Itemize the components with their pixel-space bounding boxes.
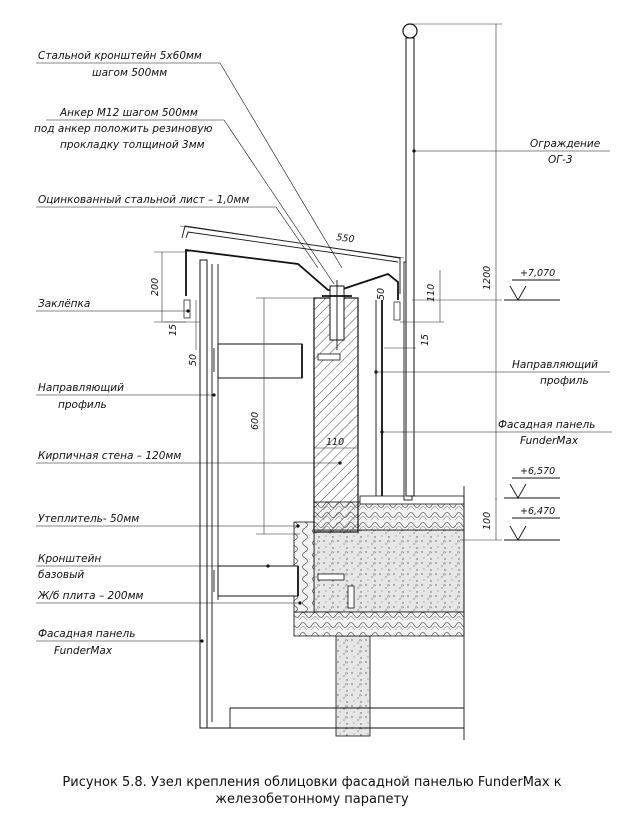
base-bracket-upper (217, 343, 303, 379)
column-cap (313, 529, 465, 613)
column-lower (335, 635, 371, 737)
bottom-insulation (293, 611, 465, 637)
base-bracket-lower (217, 565, 299, 597)
dim-1200: 1200 (482, 266, 493, 290)
label-anchor: Анкер М12 шагом 500мм под анкер положить… (34, 107, 335, 285)
label-slab: Ж/б плита – 200мм (36, 590, 302, 605)
svg-text:профиль: профиль (540, 375, 589, 387)
svg-text:Ж/б плита – 200мм: Ж/б плита – 200мм (37, 590, 143, 602)
dim-600: 600 (250, 412, 261, 430)
label-steel-bracket: Стальной кронштейн 5х60мм шагом 500мм (36, 50, 343, 269)
level-mark-top: +7,070 (504, 268, 560, 301)
dim-550: 550 (336, 232, 355, 245)
label-brick-wall: Кирпичная стена – 120мм (36, 450, 342, 465)
svg-text:Стальной кронштейн 5х60мм: Стальной кронштейн 5х60мм (38, 50, 202, 62)
level-mark-mid: +6,570 (504, 466, 560, 499)
dim-15-left: 15 (168, 324, 179, 336)
svg-text:базовый: базовый (38, 569, 84, 581)
svg-text:Кронштейн: Кронштейн (38, 553, 101, 565)
label-rivet: Заклёпка (36, 298, 190, 313)
caption-line-1: Рисунок 5.8. Узел крепления облицовки фа… (62, 775, 562, 790)
svg-text:+6,470: +6,470 (520, 506, 555, 517)
level-mark-low: +6,470 (504, 506, 560, 541)
label-facade-panel-left: Фасадная панель FunderMax (36, 628, 204, 657)
svg-text:FunderMax: FunderMax (520, 435, 579, 447)
svg-text:Утеплитель- 50мм: Утеплитель- 50мм (38, 513, 139, 525)
dim-100: 100 (482, 512, 493, 530)
svg-text:Фасадная панель: Фасадная панель (38, 628, 135, 640)
label-guide-left: Направляющий профиль (36, 382, 216, 411)
svg-text:ОГ-3: ОГ-3 (548, 154, 573, 166)
dim-200: 200 (150, 278, 161, 296)
figure-caption: Рисунок 5.8. Узел крепления облицовки фа… (0, 774, 624, 808)
svg-text:Оцинкованный стальной лист – 1: Оцинкованный стальной лист – 1,0мм (38, 194, 249, 206)
fence-post (405, 37, 415, 497)
label-insulation: Утеплитель- 50мм (36, 513, 300, 528)
label-guide-right: Направляющий профиль (374, 359, 610, 387)
svg-text:прокладку толщиной 3мм: прокладку толщиной 3мм (60, 139, 205, 151)
label-galvanized-sheet: Оцинкованный стальной лист – 1,0мм (36, 194, 319, 269)
parapet-node-drawing: 550 200 50 15 50 110 15 600 110 1200 100… (34, 23, 612, 740)
svg-text:+6,570: +6,570 (520, 466, 555, 477)
label-facade-panel-right: Фасадная панель FunderMax (380, 419, 612, 447)
dim-110-top: 110 (426, 284, 437, 302)
svg-text:Направляющий: Направляющий (512, 359, 598, 371)
svg-text:+7,070: +7,070 (520, 268, 555, 279)
dim-110-mid: 110 (326, 437, 344, 448)
label-fence: Ограждение ОГ-3 (412, 138, 610, 166)
svg-text:FunderMax: FunderMax (54, 645, 113, 657)
dim-50-right: 50 (376, 288, 387, 300)
facade-panel-left (199, 259, 208, 729)
svg-text:Ограждение: Ограждение (530, 138, 600, 150)
svg-text:шагом 500мм: шагом 500мм (92, 67, 167, 79)
dim-15-right: 15 (420, 334, 431, 346)
fence-ball (402, 23, 418, 39)
svg-text:Кирпичная стена – 120мм: Кирпичная стена – 120мм (38, 450, 181, 462)
svg-text:под анкер положить резиновую: под анкер положить резиновую (34, 123, 213, 135)
svg-text:профиль: профиль (58, 399, 107, 411)
svg-text:Фасадная панель: Фасадная панель (498, 419, 595, 431)
svg-text:Анкер М12 шагом 500мм: Анкер М12 шагом 500мм (59, 107, 198, 119)
label-base-bracket: Кронштейн базовый (36, 553, 270, 581)
caption-line-2: железобетонному парапету (215, 792, 409, 807)
dim-50-left: 50 (188, 354, 199, 366)
svg-text:Направляющий: Направляющий (38, 382, 124, 394)
svg-text:Заклёпка: Заклёпка (38, 298, 90, 310)
